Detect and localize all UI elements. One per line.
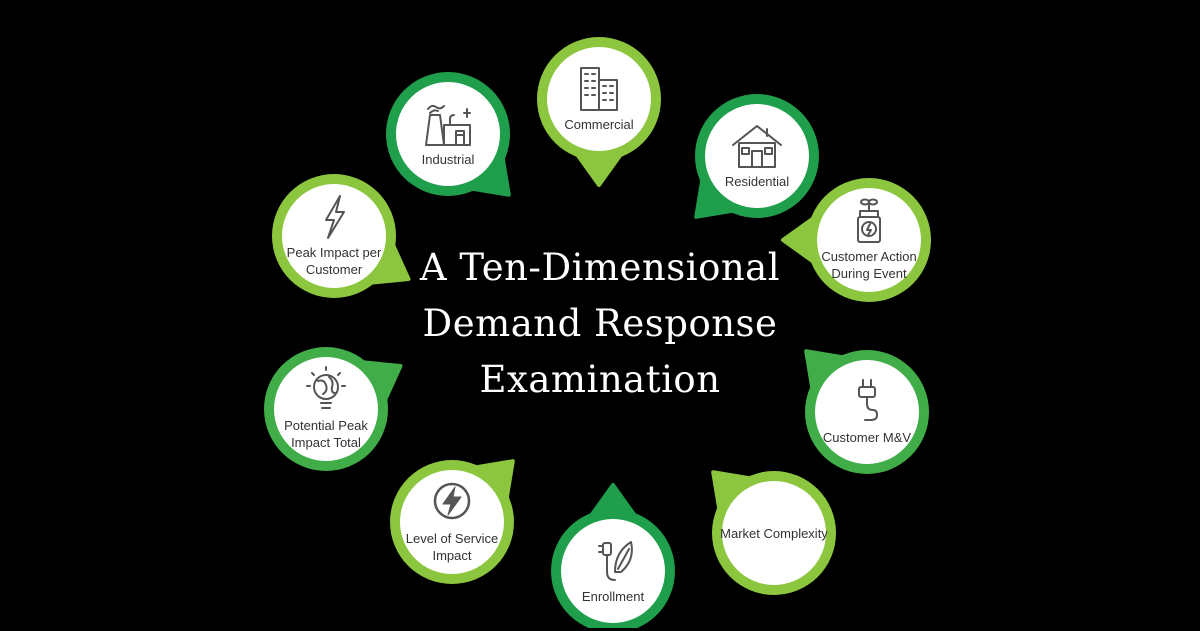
dimension-peak-impact-per-customer: Peak Impact per Customer — [274, 176, 394, 296]
speech-bubble-ring — [551, 483, 675, 628]
factory-icon — [420, 101, 476, 147]
speech-bubble-ring — [386, 72, 511, 197]
dimension-residential: Residential — [697, 96, 817, 216]
dimension-label-level-of-service: Level of Service Impact — [405, 531, 499, 563]
title-line-2: Demand Response — [422, 302, 778, 345]
dimension-market-complexity: Market Complexity — [714, 473, 834, 593]
title-line-1: A Ten-Dimensional — [419, 246, 781, 289]
dimension-label-commercial: Commercial — [564, 116, 634, 132]
thermostat-device-icon — [841, 198, 897, 244]
speech-bubble-inner-circle — [817, 188, 921, 292]
dimension-label-customer-action: Customer Action During Event — [821, 249, 917, 281]
title-line-3: Examination — [479, 358, 721, 401]
dimension-label-residential: Residential — [724, 173, 790, 189]
dimension-potential-peak-impact-total: Potential Peak Impact Total — [266, 349, 386, 469]
speech-bubble-ring — [804, 349, 929, 474]
dimension-label-customer-mv: Customer M&V — [822, 429, 912, 445]
dimension-industrial: Industrial — [388, 74, 508, 194]
dimension-level-of-service-impact: Level of Service Impact — [392, 462, 512, 582]
dimension-label-industrial: Industrial — [421, 151, 475, 167]
speech-bubble-ring — [781, 178, 931, 302]
speech-bubble-inner-circle — [815, 360, 919, 464]
speech-bubble-ring — [272, 174, 411, 298]
dimension-commercial: Commercial — [539, 39, 659, 159]
lightning-bolt-icon — [306, 194, 362, 240]
speech-bubble-inner-circle — [282, 184, 386, 288]
dimension-label-enrollment: Enrollment — [581, 588, 645, 604]
speech-bubble-ring — [711, 470, 836, 595]
office-building-icon — [571, 66, 627, 112]
diagram-title: A Ten-Dimensional Demand Response Examin… — [380, 240, 820, 408]
house-icon — [729, 123, 785, 169]
speech-bubble-ring — [390, 459, 515, 584]
eco-plug-leaf-icon — [585, 538, 641, 584]
dimension-customer-mv: Customer M&V — [807, 352, 927, 472]
dimension-label-market-complexity: Market Complexity — [720, 525, 828, 541]
globe-lightbulb-icon — [298, 366, 354, 413]
lightning-circle-icon — [424, 480, 480, 526]
plug-icon — [839, 378, 895, 425]
speech-bubble-inner-circle — [705, 104, 809, 208]
speech-bubble-inner-circle — [400, 470, 504, 574]
speech-bubble-inner-circle — [396, 82, 500, 186]
speech-bubble-inner-circle — [722, 481, 826, 585]
dimension-label-potential-peak: Potential Peak Impact Total — [284, 418, 368, 450]
speech-bubble-ring — [694, 94, 819, 219]
speech-bubble-inner-circle — [561, 519, 665, 623]
dimension-enrollment: Enrollment — [553, 511, 673, 631]
dimension-label-peak-impact-per-customer: Peak Impact per Customer — [286, 245, 382, 277]
dimension-customer-action-during-event: Customer Action During Event — [809, 180, 929, 300]
